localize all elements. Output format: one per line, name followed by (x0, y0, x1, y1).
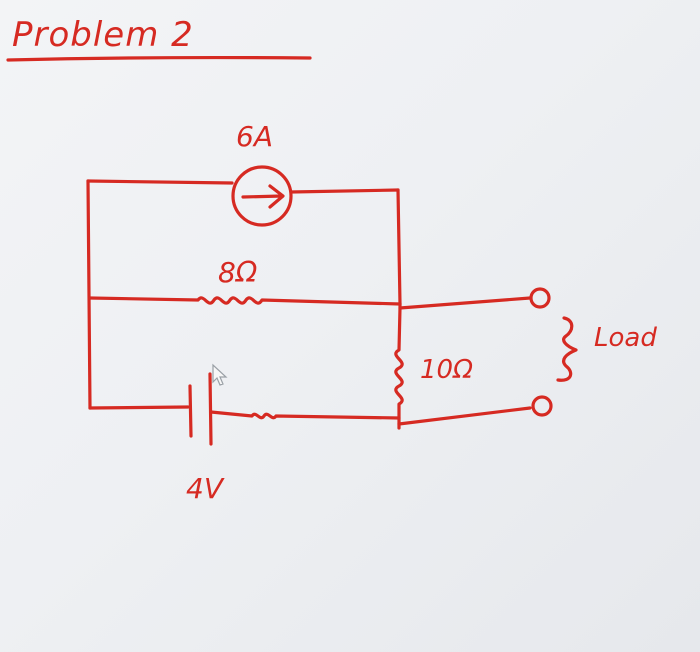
resistor-top-label: 8Ω (218, 256, 258, 289)
middle-wire (88, 296, 402, 306)
current-source-label: 6A (236, 120, 273, 153)
battery-plate-short (208, 372, 213, 446)
left-wire (86, 179, 92, 410)
current-source-symbol (231, 165, 293, 227)
mouse-pointer-icon (212, 363, 228, 386)
current-source-arrow (241, 184, 285, 209)
right-wire-upper (396, 188, 402, 306)
load-terminal-top (529, 287, 551, 309)
top-wire-left (86, 179, 234, 185)
bottom-wire-left (88, 405, 190, 410)
title-underline (6, 56, 312, 62)
battery-label: 4V (186, 472, 225, 505)
load-label: Load (594, 323, 657, 353)
problem-title: Problem 2 (12, 15, 194, 55)
load-wire-bottom (397, 406, 532, 426)
battery-plate-long (188, 384, 193, 438)
bottom-wire-right (209, 410, 401, 420)
load-terminal-bottom (531, 395, 553, 417)
load-wire-top (398, 296, 532, 310)
load-brace (556, 316, 578, 382)
resistor-right-label: 10Ω (420, 355, 473, 385)
top-wire-right (289, 188, 400, 194)
right-resistor (394, 306, 404, 430)
